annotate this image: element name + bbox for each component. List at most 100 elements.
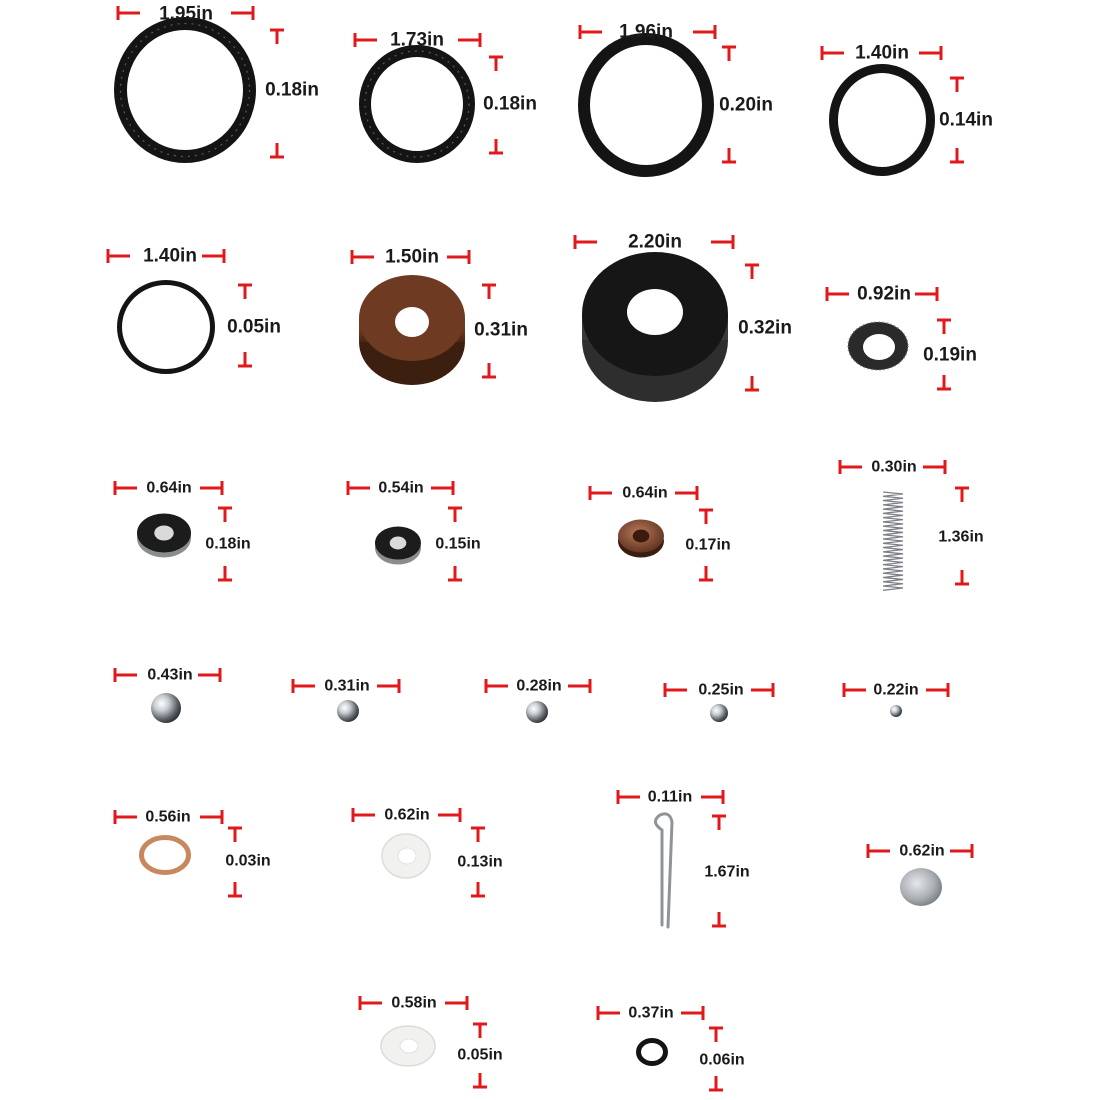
vertical-dimension-marker xyxy=(473,1022,487,1089)
washer-hole xyxy=(397,847,417,865)
diameter-label: 1.50in xyxy=(385,247,439,268)
part-metal-disc: 0.62in xyxy=(866,843,974,906)
thickness-label: 0.14in xyxy=(939,110,993,131)
seal-ring xyxy=(114,17,256,163)
thickness-label: 0.15in xyxy=(435,536,480,553)
thickness-label: 1.67in xyxy=(704,864,749,881)
thickness-label: 0.18in xyxy=(265,80,319,101)
steel-ball xyxy=(526,701,548,723)
vertical-dimension-marker xyxy=(709,1026,723,1092)
diameter-label: 0.43in xyxy=(147,667,192,684)
vertical-dimension-marker xyxy=(471,826,485,898)
vertical-dimension-marker xyxy=(950,76,964,164)
thickness-label: 0.03in xyxy=(225,853,270,870)
vertical-dimension-marker xyxy=(712,814,726,928)
vertical-dimension-marker xyxy=(937,318,951,391)
washer-hole xyxy=(395,307,429,337)
o-ring xyxy=(829,64,935,176)
diameter-label: 0.62in xyxy=(899,843,944,860)
vertical-dimension-marker xyxy=(228,826,242,898)
diameter-label: 0.64in xyxy=(146,480,191,497)
part-steel-ball-4: 0.25in xyxy=(663,682,775,722)
part-small-o-ring: 0.37in 0.06in xyxy=(596,1005,745,1092)
metal-disc xyxy=(900,868,942,906)
diameter-label: 1.96in xyxy=(619,22,673,43)
ring-texture xyxy=(119,22,251,158)
diameter-label: 0.56in xyxy=(145,809,190,826)
thickness-label: 0.06in xyxy=(699,1052,744,1069)
thickness-label: 0.32in xyxy=(738,318,792,339)
diameter-label: 0.11in xyxy=(648,789,692,806)
seal-hole xyxy=(389,536,407,550)
thickness-label: 1.36in xyxy=(938,529,983,546)
diameter-label: 0.22in xyxy=(873,682,918,699)
small-o-ring xyxy=(636,1038,668,1066)
diameter-label: 0.92in xyxy=(857,284,911,305)
thickness-label: 0.19in xyxy=(923,345,977,366)
part-o-ring-thin: 1.40in 0.05in xyxy=(106,246,281,374)
seal-hole xyxy=(863,334,895,360)
vertical-dimension-marker xyxy=(955,486,969,586)
thickness-label: 0.05in xyxy=(227,317,281,338)
part-steel-ball-5: 0.22in xyxy=(842,682,950,717)
vertical-dimension-marker xyxy=(448,506,462,582)
vertical-dimension-marker xyxy=(218,506,232,582)
diameter-label: 0.37in xyxy=(628,1005,673,1022)
diameter-label: 0.58in xyxy=(391,995,436,1012)
part-cotter-pin: 0.11in 1.67in xyxy=(616,789,750,929)
thickness-label: 0.20in xyxy=(719,95,773,116)
thickness-label: 0.13in xyxy=(457,854,502,871)
steel-ball xyxy=(337,700,359,722)
vertical-dimension-marker xyxy=(238,283,252,368)
washer-hole xyxy=(399,1038,419,1054)
vertical-dimension-marker xyxy=(722,45,736,164)
thickness-label: 0.05in xyxy=(457,1047,502,1064)
steel-ball xyxy=(710,704,728,722)
washer-hole xyxy=(627,289,683,335)
compression-spring xyxy=(882,491,904,591)
diameter-label: 2.20in xyxy=(628,232,682,253)
vertical-dimension-marker xyxy=(482,283,496,379)
copper-washer xyxy=(139,835,191,875)
diameter-label: 1.95in xyxy=(159,4,213,25)
diameter-label: 0.28in xyxy=(516,678,561,695)
part-large-washer: 2.20in 0.32in xyxy=(573,232,792,402)
part-spring: 0.30in 1.36in xyxy=(838,459,984,591)
part-steel-ball-3: 0.28in xyxy=(484,678,592,723)
part-small-seal: 0.92in 0.19in xyxy=(825,284,977,391)
part-bonded-seal-1: 0.64in 0.18in xyxy=(113,480,251,582)
diameter-label: 0.62in xyxy=(384,807,429,824)
steel-ball xyxy=(890,705,902,717)
part-nylon-washer-1: 0.62in 0.13in xyxy=(351,807,503,898)
thickness-label: 0.18in xyxy=(483,94,537,115)
diameter-label: 0.30in xyxy=(871,459,916,476)
seal-hole xyxy=(154,525,174,541)
ring-texture xyxy=(364,50,470,158)
diameter-label: 1.73in xyxy=(390,30,444,51)
part-copper-washer: 0.56in 0.03in xyxy=(113,809,271,898)
diameter-label: 0.31in xyxy=(324,678,369,695)
part-seal-ring-2: 1.73in 0.18in xyxy=(353,30,537,163)
o-ring xyxy=(578,33,714,177)
diameter-label: 1.40in xyxy=(855,43,909,64)
vertical-dimension-marker xyxy=(699,508,713,582)
thickness-label: 0.18in xyxy=(205,536,250,553)
diameter-label: 1.40in xyxy=(143,246,197,267)
part-nylon-washer-2: 0.58in 0.05in xyxy=(358,995,503,1089)
steel-ball xyxy=(151,693,181,723)
vertical-dimension-marker xyxy=(489,55,503,155)
vertical-dimension-marker xyxy=(745,263,759,392)
part-steel-ball-1: 0.43in xyxy=(113,667,222,723)
seal-hole xyxy=(632,529,650,543)
part-steel-ball-2: 0.31in xyxy=(291,678,401,722)
cotter-pin xyxy=(654,812,674,929)
part-o-ring-2: 1.40in 0.14in xyxy=(820,43,993,176)
diameter-label: 0.25in xyxy=(698,682,743,699)
part-o-ring-1: 1.96in 0.20in xyxy=(578,22,773,177)
vertical-dimension-marker xyxy=(270,28,284,159)
thin-o-ring xyxy=(117,280,215,374)
